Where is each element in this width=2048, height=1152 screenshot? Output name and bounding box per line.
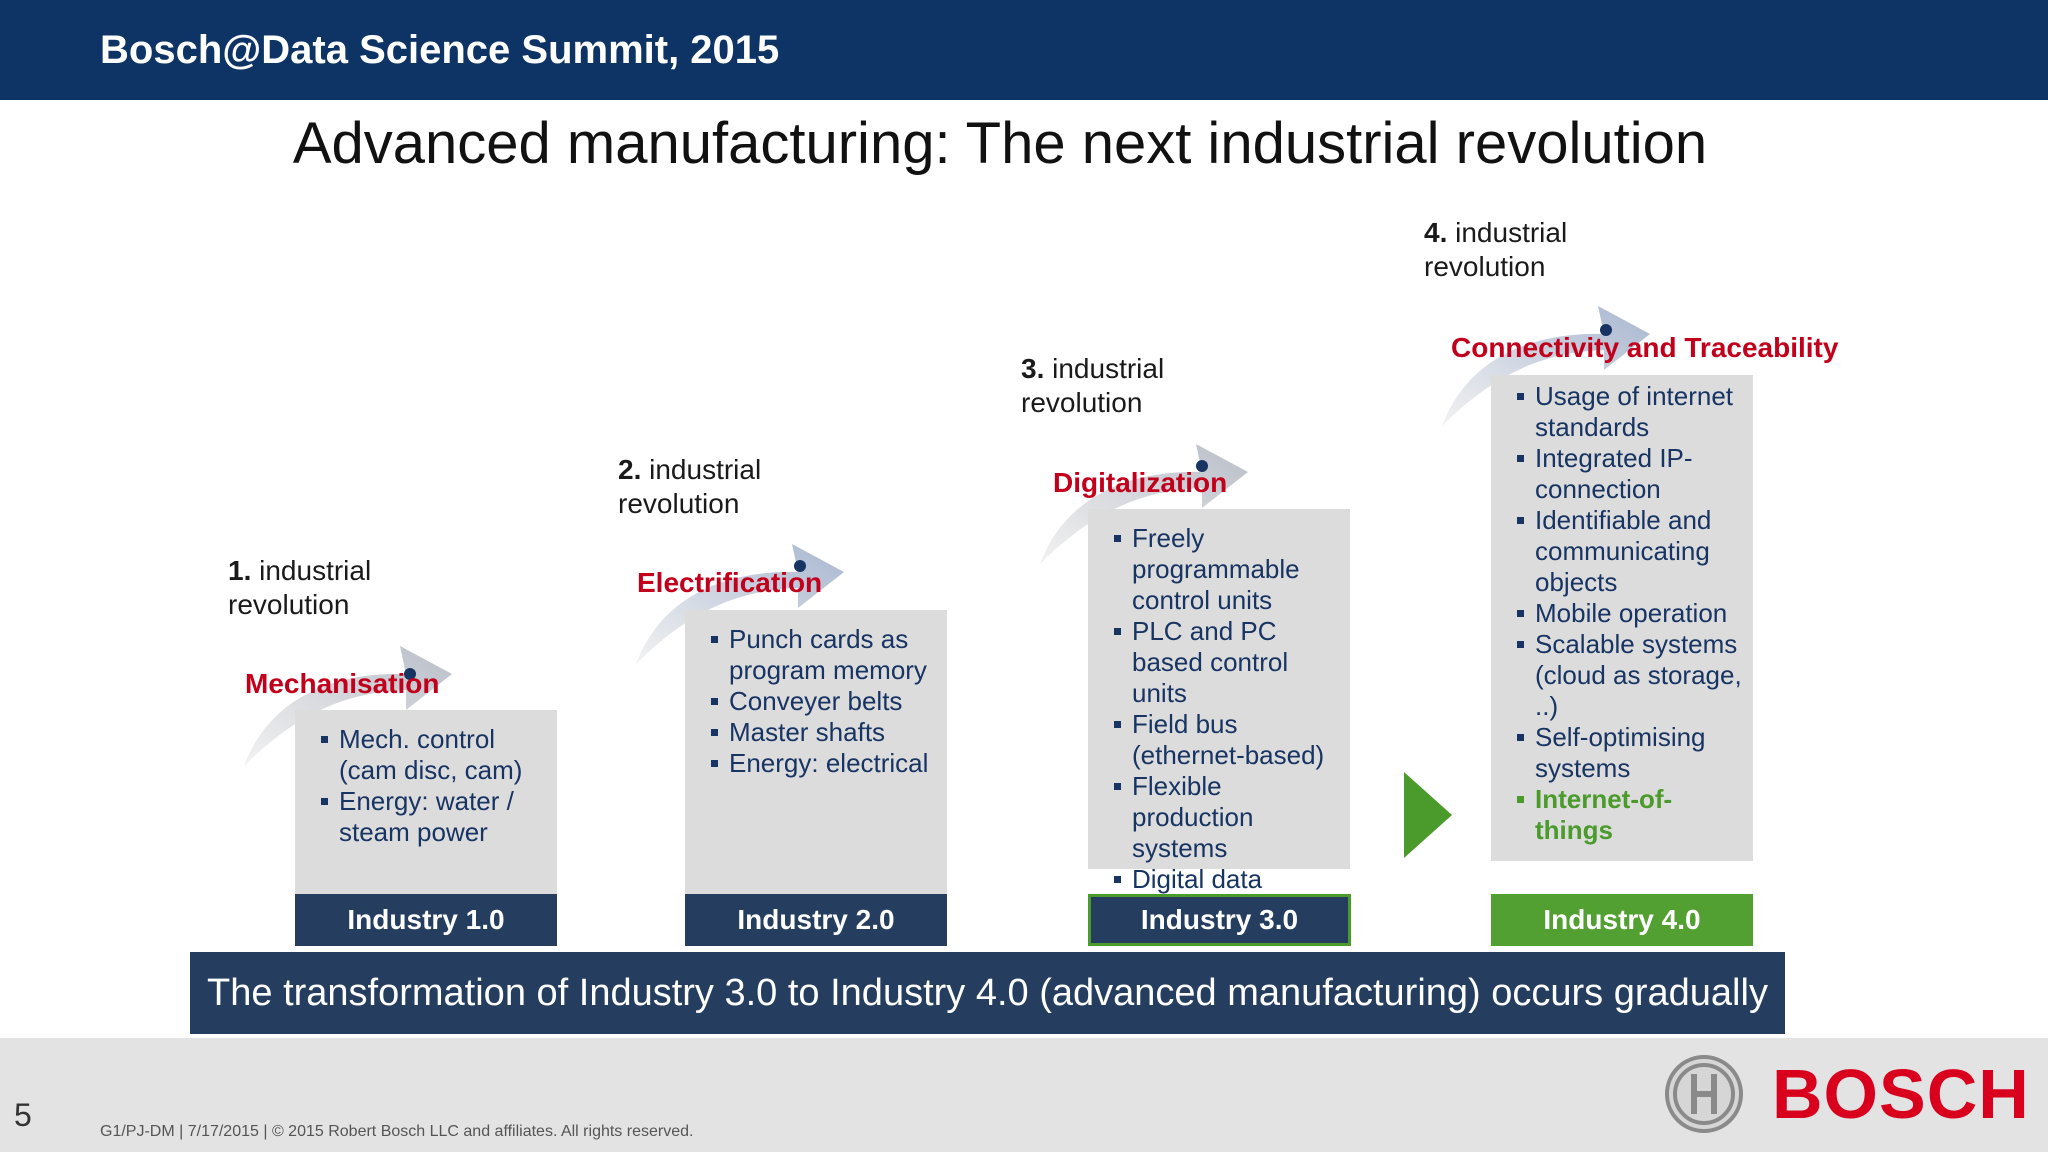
rev1-label: 1. industrial revolution — [228, 554, 371, 622]
list-item: Field bus (ethernet-based) — [1112, 709, 1340, 771]
rev4-stage-title: Connectivity and Traceability — [1451, 332, 1839, 363]
list-item: Master shafts — [709, 717, 937, 748]
rev2-box: Punch cards as program memory Conveyer b… — [685, 610, 947, 894]
list-item: Mech. control (cam disc, cam) — [319, 724, 547, 786]
list-item: Flexible production systems — [1112, 771, 1340, 864]
rev2-line2: revolution — [618, 488, 740, 519]
slide-title: Advanced manufacturing: The next industr… — [292, 111, 1708, 176]
rev2-line1: industrial — [649, 454, 762, 485]
industry-3-label: Industry 3.0 — [1088, 894, 1351, 946]
rev1-stage-title: Mechanisation — [245, 668, 440, 699]
rev4-label: 4. industrial revolution — [1424, 216, 1567, 284]
footer-copyright: G1/PJ-DM | 7/17/2015 | © 2015 Robert Bos… — [100, 1123, 694, 1140]
list-item: Freely programmable control units — [1112, 523, 1340, 616]
header-bar: Bosch@Data Science Summit, 2015 — [0, 0, 2048, 100]
rev2-label: 2. industrial revolution — [618, 453, 761, 521]
page-number: 5 — [14, 1097, 32, 1133]
list-item: Conveyer belts — [709, 686, 937, 717]
header-title: Bosch@Data Science Summit, 2015 — [100, 28, 780, 72]
rev3-box: Freely programmable control units PLC an… — [1088, 509, 1350, 925]
curved-arrow-icon — [1442, 306, 1650, 426]
list-item: Self-optimising systems — [1515, 722, 1743, 784]
list-item: Identifiable and communicating objects — [1515, 505, 1743, 598]
rev2-number: 2. — [618, 454, 642, 485]
rev3-stage-title: Digitalization — [1053, 467, 1228, 498]
rev4-line2: revolution — [1424, 251, 1546, 282]
list-item: Energy: water / steam power — [319, 786, 547, 848]
list-item: PLC and PC based control units — [1112, 616, 1340, 709]
rev4-line1: industrial — [1455, 217, 1568, 248]
list-item: Integrated IP-connection — [1515, 443, 1743, 505]
list-item: Usage of internet standards — [1515, 381, 1743, 443]
rev1-box: Mech. control (cam disc, cam) Energy: wa… — [295, 710, 557, 894]
curved-arrow-icon — [636, 544, 844, 664]
list-item: Mobile operation — [1515, 598, 1743, 629]
list-item: Punch cards as program memory — [709, 624, 937, 686]
list-item-highlight: Internet-of-things — [1515, 784, 1743, 846]
rev1-line1: industrial — [259, 555, 372, 586]
curved-arrow-icon — [1040, 444, 1248, 564]
rev4-box: Usage of internet standards Integrated I… — [1491, 375, 1753, 861]
list-item: Scalable systems (cloud as storage, ..) — [1515, 629, 1743, 722]
curved-arrow-icon — [244, 646, 452, 766]
bosch-logo-icon — [1665, 1055, 1743, 1133]
play-arrow-icon — [1404, 772, 1452, 858]
industry-1-label: Industry 1.0 — [295, 894, 557, 946]
rev1-line2: revolution — [228, 589, 350, 620]
industry-2-label: Industry 2.0 — [685, 894, 947, 946]
bosch-wordmark: BOSCH — [1772, 1055, 2030, 1133]
rev4-number: 4. — [1424, 217, 1448, 248]
rev2-stage-title: Electrification — [637, 567, 823, 598]
rev3-label: 3. industrial revolution — [1021, 352, 1164, 420]
rev3-line1: industrial — [1052, 353, 1165, 384]
list-item: Energy: electrical — [709, 748, 937, 779]
rev3-number: 3. — [1021, 353, 1045, 384]
rev1-number: 1. — [228, 555, 252, 586]
rev3-line2: revolution — [1021, 387, 1143, 418]
summary-banner: The transformation of Industry 3.0 to In… — [190, 952, 1785, 1034]
industry-4-label: Industry 4.0 — [1491, 894, 1753, 946]
